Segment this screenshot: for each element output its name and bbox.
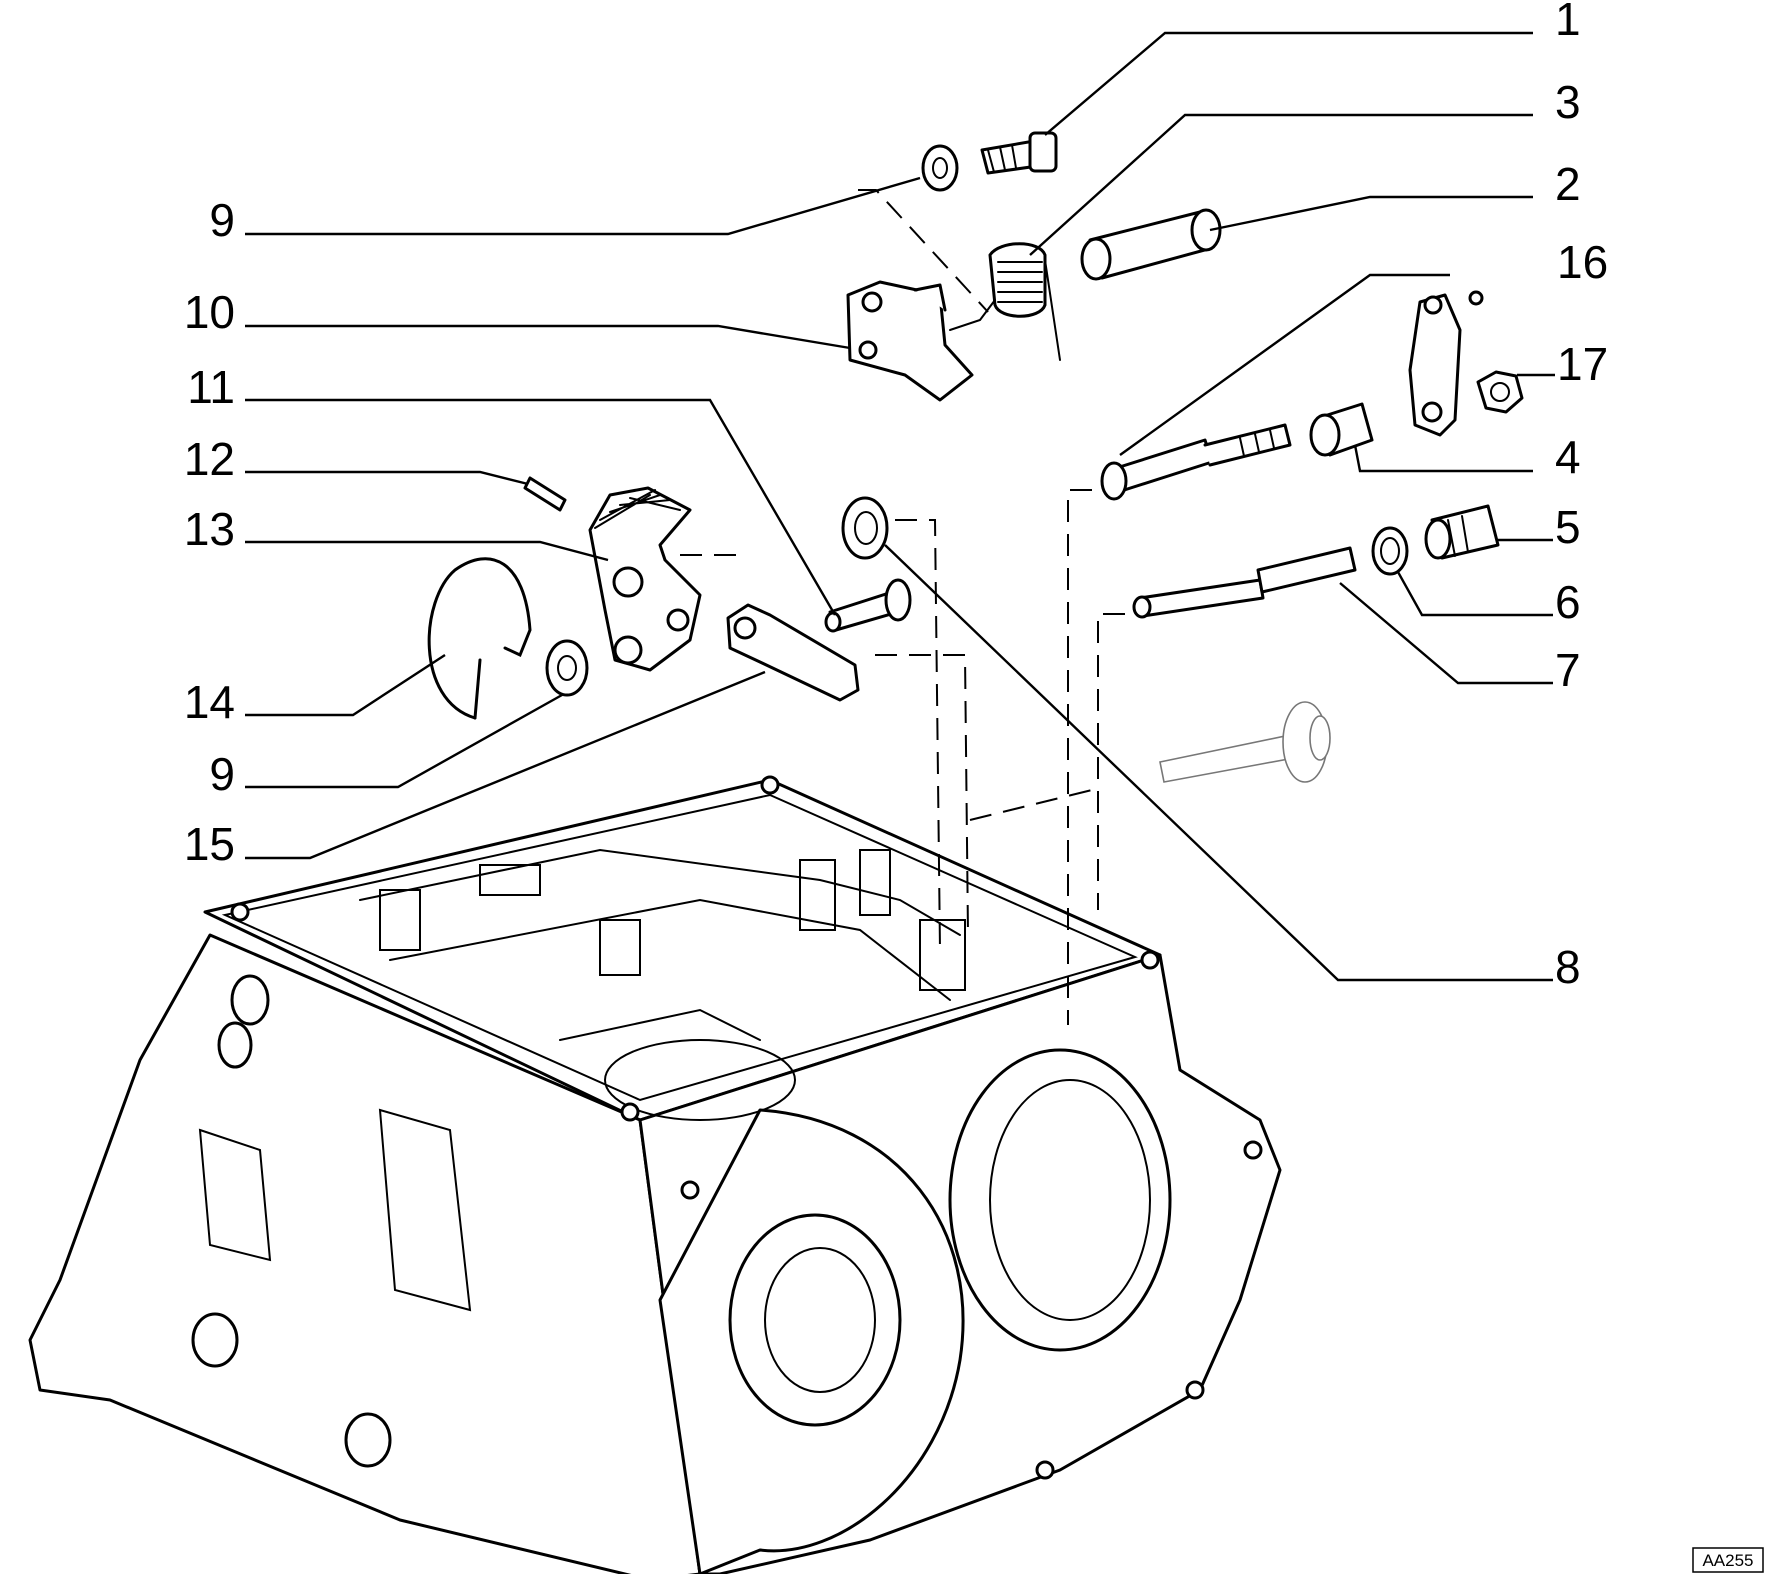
leader-7 [1339,582,1553,685]
part-circlip-14 [427,557,532,720]
leader-2 [1209,195,1533,232]
callout-6: 6 [1555,576,1581,628]
callout-leader-lines [245,31,1555,982]
part-lever-10 [846,280,974,402]
callout-17: 17 [1557,338,1608,390]
part-pin-16 [1100,423,1292,501]
part-washer-9-upper [921,144,959,192]
part-pin-11 [824,578,912,633]
callout-13: 13 [184,503,235,555]
part-bolt-1 [980,131,1058,175]
callout-4: 4 [1555,431,1581,483]
part-plug-5 [1424,504,1500,560]
leader-9-lower [245,693,563,789]
callout-14: 14 [184,676,235,728]
part-bracket-16 [1408,290,1484,437]
part-spring-3 [949,242,1061,361]
part-seal-6 [1371,526,1409,576]
callout-15: 15 [184,818,235,870]
leader-6 [1396,571,1553,617]
ghost-shaft-assembly [1159,701,1331,783]
part-sleeve-2 [1080,208,1222,281]
part-bushing-4 [1309,402,1374,457]
part-link-15 [726,603,860,702]
callout-11: 11 [187,361,235,413]
callout-10: 10 [184,286,235,338]
leader-10 [245,324,851,350]
leader-13 [245,540,609,562]
callout-9-upper: 9 [209,194,235,246]
part-shaft-7 [1132,546,1357,619]
leader-11 [245,398,837,616]
gearbox-housing [28,775,1282,1574]
leader-9-upper [245,176,921,236]
callout-1: 1 [1555,0,1581,45]
leader-14 [245,653,446,717]
reference-code-box: AA255 [1692,1547,1764,1573]
callout-9-lower: 9 [209,748,235,800]
callout-5: 5 [1555,501,1581,553]
part-washer-9-lower [545,639,589,697]
callout-7: 7 [1555,644,1581,696]
leader-8 [884,544,1553,982]
callout-2: 2 [1555,158,1581,210]
callout-8: 8 [1555,941,1581,993]
callout-3: 3 [1555,76,1581,128]
leader-1 [1044,31,1533,136]
callout-12: 12 [184,433,235,485]
leader-3 [1029,113,1533,256]
part-nut-17 [1476,370,1524,414]
leader-16 [1119,273,1450,456]
leader-12 [245,470,529,486]
leader-4 [1353,444,1533,473]
leader-15 [245,670,766,860]
part-selector-13 [588,486,702,672]
part-seal-8 [841,496,889,560]
reference-code: AA255 [1702,1551,1753,1570]
callout-16: 16 [1557,236,1608,288]
callout-labels: 1 3 2 16 17 4 5 6 7 8 9 10 11 12 13 14 9… [184,0,1608,993]
part-roll-pin-12 [523,476,567,512]
